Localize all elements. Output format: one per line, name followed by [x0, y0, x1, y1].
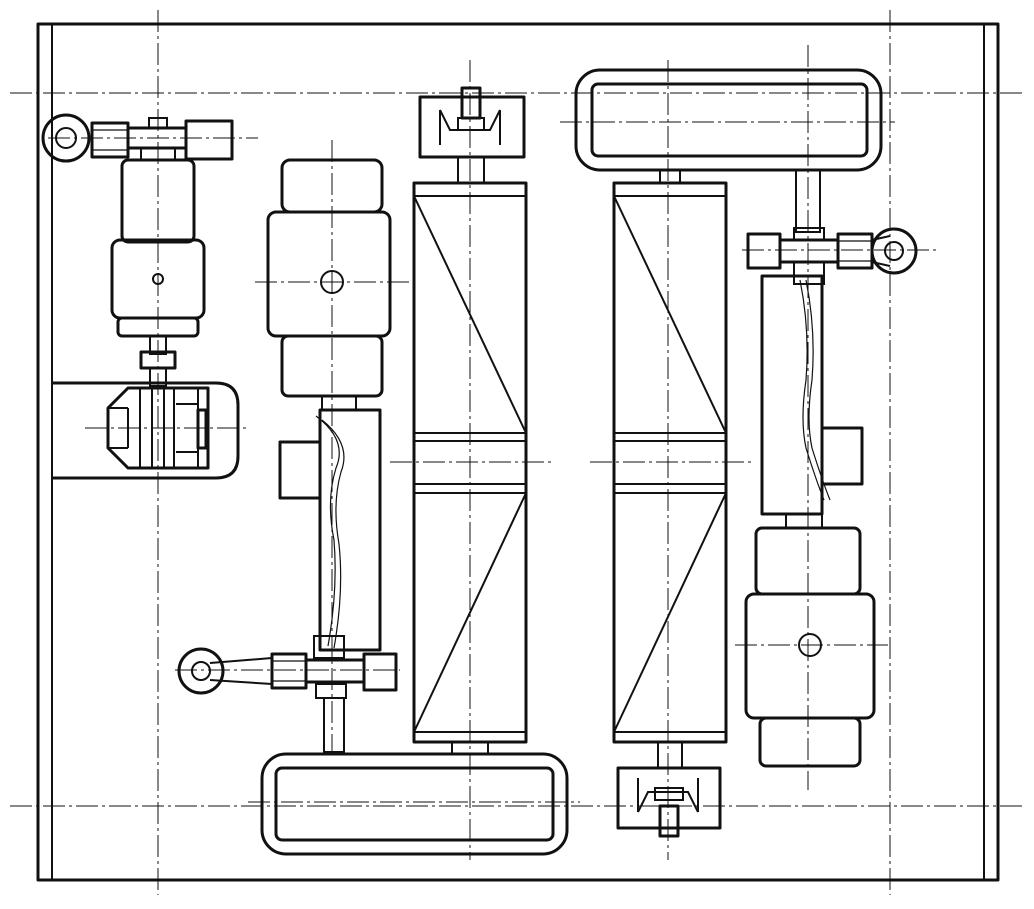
center-roller-2: [612, 169, 728, 838]
lower-right-motor: [744, 513, 876, 768]
housing-frame: [36, 22, 1000, 882]
left-bracket-plate: [52, 381, 240, 480]
upper-left-motor: [110, 158, 206, 387]
center-left-cylinder: [278, 408, 382, 652]
center-left-motor: [266, 158, 392, 411]
right-cylinder: [760, 274, 864, 516]
center-roller-1: [412, 86, 528, 755]
top-right-tank: [574, 68, 883, 172]
left-coupling-block: [106, 386, 210, 470]
upper-left-valve-assembly: [41, 113, 234, 163]
bottom-left-tank: [260, 752, 569, 856]
centerlines: [10, 10, 1025, 895]
upper-right-valve-assembly: [746, 169, 918, 285]
lower-left-valve-assembly: [177, 635, 398, 753]
